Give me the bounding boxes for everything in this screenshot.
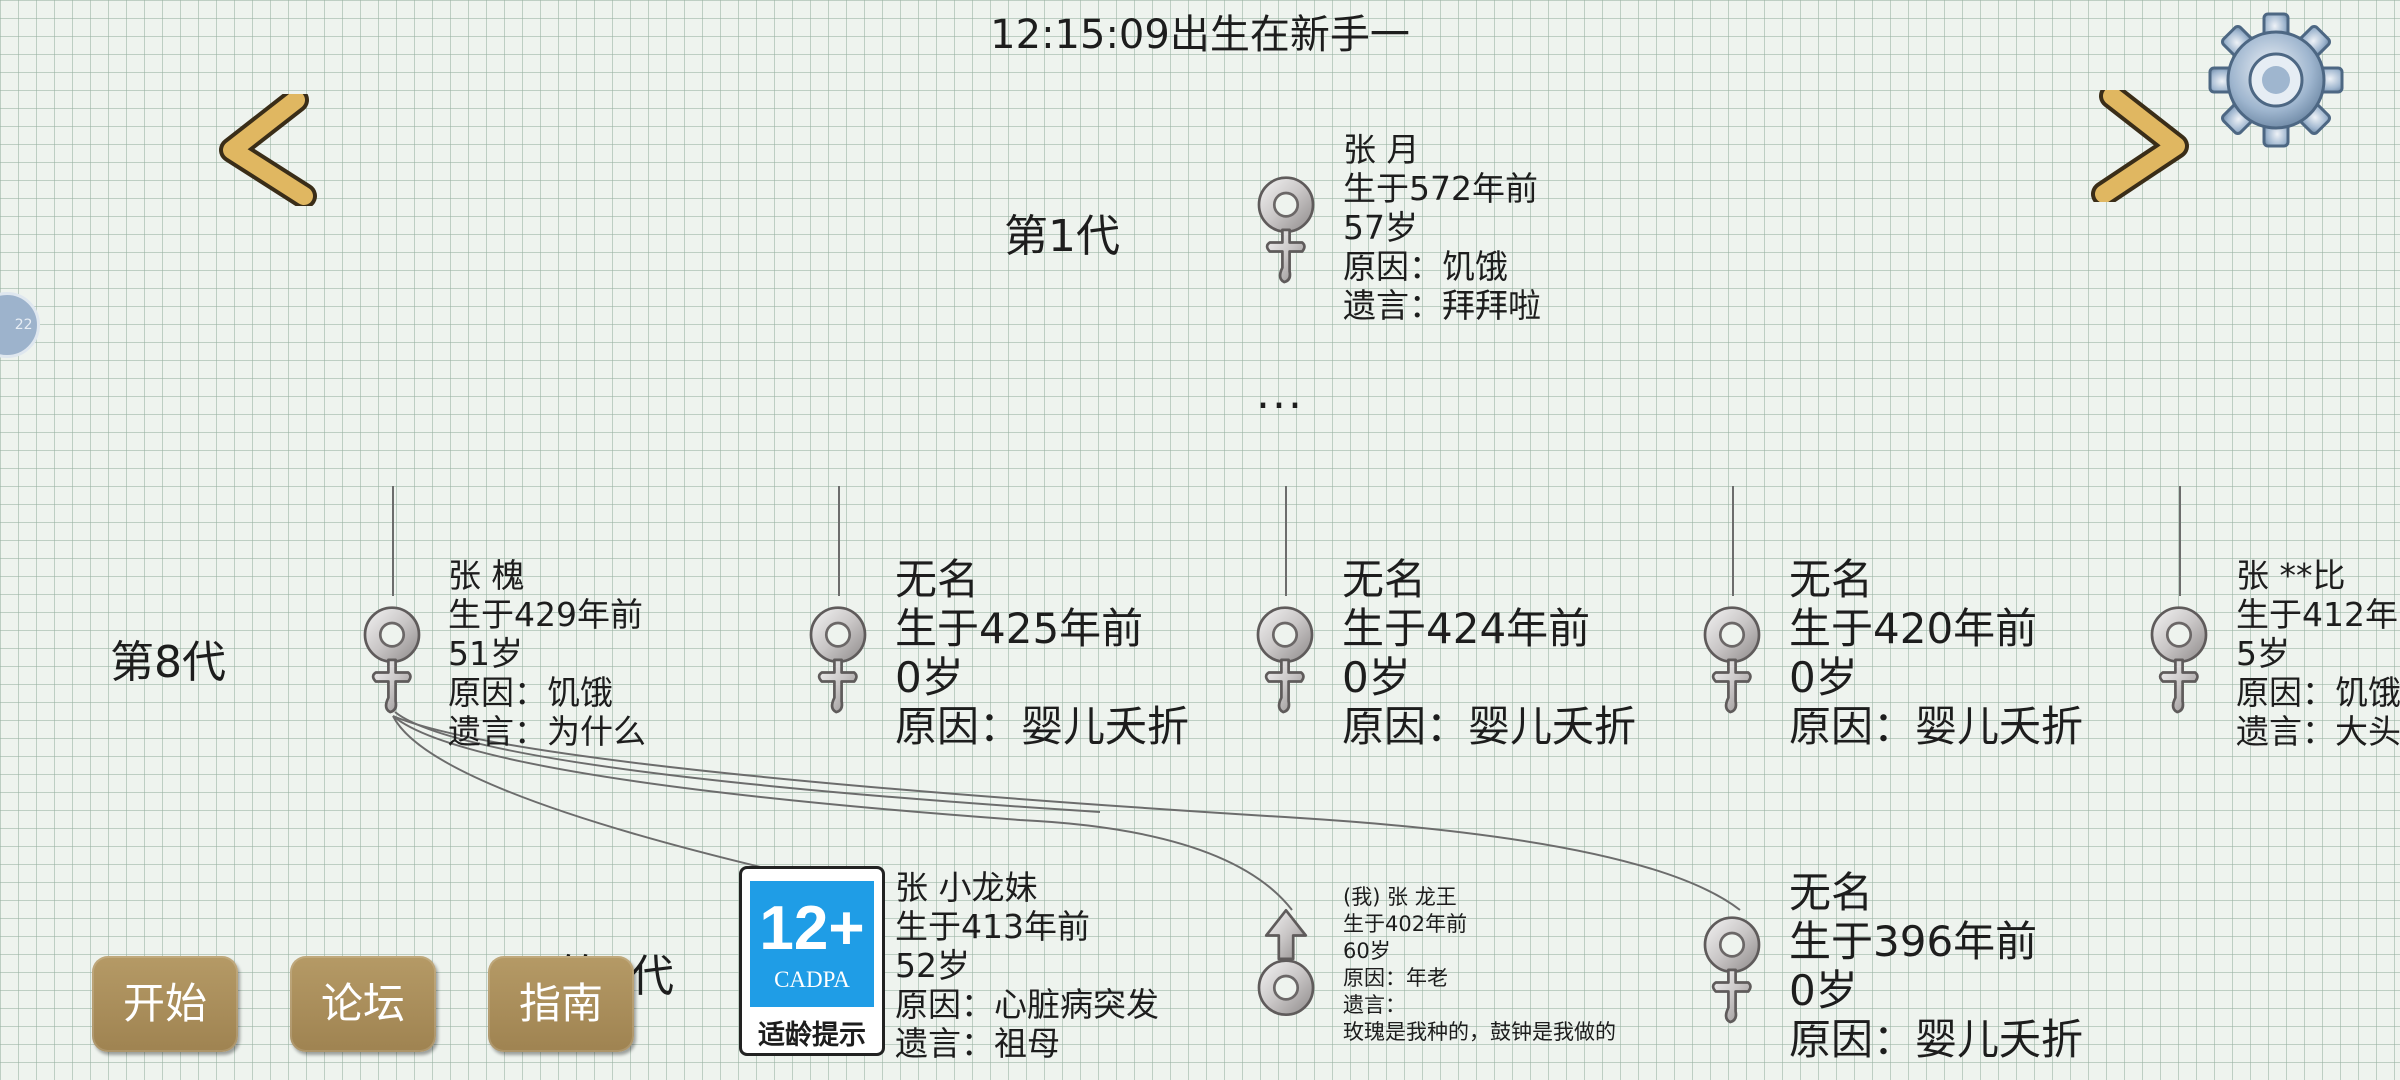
person-name: (我) 张 龙王 [1343,885,1457,909]
person-age: 60岁 [1343,939,1391,963]
side-coin[interactable]: 22 [0,292,40,358]
person-wuming-420[interactable] [1696,594,1768,728]
person-cause: 原因：婴儿夭折 [1789,702,2084,751]
female-symbol-icon [1250,164,1322,294]
person-cause: 原因：婴儿夭折 [1342,702,1637,751]
person-age: 0岁 [1789,966,1858,1015]
generation-8-label: 第8代 [110,637,226,688]
person-wuming-424[interactable] [1249,594,1321,728]
person-age: 52岁 [895,946,970,985]
age-rating-org: CADPA [774,967,850,992]
person-name: 张 小龙妹 [895,868,1038,907]
male-symbol-icon [1250,902,1322,1032]
person-born: 生于396年前 [1789,917,2038,966]
female-symbol-icon [356,594,428,724]
person-born: 生于572年前 [1343,169,1538,208]
forum-button[interactable]: 论坛 [290,956,436,1052]
person-born: 生于412年 [2236,595,2398,634]
person-cause: 原因：心脏病突发 [895,985,1159,1024]
person-info-wuming-396: 无名 生于396年前 0岁 原因：婴儿夭折 [1789,868,2083,1064]
person-name: 无名 [1342,555,1427,604]
person-name: 张 **比 [2236,556,2346,595]
person-age: 0岁 [1342,653,1411,702]
person-cause: 原因：饥饿 [2236,673,2400,712]
age-rating-badge: 12+ CADPA 适龄提示 [739,866,885,1056]
person-cause: 原因：饥饿 [1343,247,1508,286]
person-last-words: 遗言：拜拜啦 [1343,286,1541,325]
person-name: 张 槐 [448,556,525,595]
person-info-wuming-424: 无名 生于424年前 0岁 原因：婴儿夭折 [1342,555,1636,751]
side-coin-label: 22 [14,317,33,333]
person-born: 生于429年前 [448,595,643,634]
person-info-zhang-bi: 张 **比 生于412年 5岁 原因：饥饿 遗言：大头 [2236,556,2400,751]
person-last-words: 遗言：为什么 [448,712,646,751]
person-zhang-huai[interactable] [356,594,428,728]
person-born: 生于424年前 [1342,604,1591,653]
person-note: 玫瑰是我种的，鼓钟是我做的 [1343,1020,1616,1044]
page-title: 12:15:09出生在新手一 [990,12,1410,58]
chevron-left-icon [219,87,317,209]
person-born: 生于413年前 [895,907,1090,946]
person-info-zhang-huai: 张 槐 生于429年前 51岁 原因：饥饿 遗言：为什么 [448,556,646,751]
next-arrow[interactable] [2090,83,2190,207]
person-born: 生于420年前 [1789,604,2038,653]
person-age: 0岁 [1789,653,1858,702]
person-age: 51岁 [448,634,523,673]
person-wuming-396[interactable] [1696,904,1768,1038]
person-cause: 原因：年老 [1343,966,1448,990]
person-info-wuming-425: 无名 生于425年前 0岁 原因：婴儿夭折 [895,555,1189,751]
previous-arrow[interactable] [218,87,318,209]
person-name: 张 月 [1343,130,1420,169]
person-cause: 原因：婴儿夭折 [1789,1015,2084,1064]
age-rating-caption: 适龄提示 [758,1020,866,1051]
person-age: 0岁 [895,653,964,702]
person-zhang-yue[interactable] [1250,164,1322,298]
age-rating-panel: 12+ CADPA [750,881,874,1007]
person-info-longwang: (我) 张 龙王 生于402年前 60岁 原因：年老 遗言： 玫瑰是我种的，鼓钟… [1343,884,1616,1046]
female-symbol-icon [802,594,874,724]
person-born: 生于425年前 [895,604,1144,653]
person-last-words: 遗言：祖母 [895,1024,1060,1063]
person-cause: 原因：婴儿夭折 [895,702,1190,751]
guide-button[interactable]: 指南 [488,956,634,1052]
generations-ellipsis: ... [1256,368,1304,419]
age-rating-value: 12+ [759,894,865,963]
person-age: 5岁 [2236,634,2290,673]
person-cause: 原因：饥饿 [448,673,613,712]
chevron-right-icon [2091,83,2189,207]
person-last-words: 遗言： [1343,993,1406,1017]
female-symbol-icon [1696,904,1768,1034]
person-name: 无名 [1789,868,1874,917]
female-symbol-icon [1696,594,1768,724]
person-name: 无名 [895,555,980,604]
person-zhang-bi[interactable] [2143,594,2215,728]
person-info-xiaolongmei: 张 小龙妹 生于413年前 52岁 原因：心脏病突发 遗言：祖母 [895,868,1159,1063]
female-symbol-icon [1249,594,1321,724]
person-info-zhang-yue: 张 月 生于572年前 57岁 原因：饥饿 遗言：拜拜啦 [1343,130,1541,325]
person-info-wuming-420: 无名 生于420年前 0岁 原因：婴儿夭折 [1789,555,2083,751]
person-age: 57岁 [1343,208,1418,247]
start-button[interactable]: 开始 [92,956,238,1052]
person-last-words: 遗言：大头 [2236,712,2400,751]
person-name: 无名 [1789,555,1874,604]
female-symbol-icon [2143,594,2215,724]
person-wuming-425[interactable] [802,594,874,728]
settings-button[interactable] [2206,10,2346,150]
gear-icon [2208,12,2344,148]
generation-1-label: 第1代 [1004,211,1120,262]
person-longwang[interactable] [1250,902,1322,1036]
person-born: 生于402年前 [1343,912,1468,936]
